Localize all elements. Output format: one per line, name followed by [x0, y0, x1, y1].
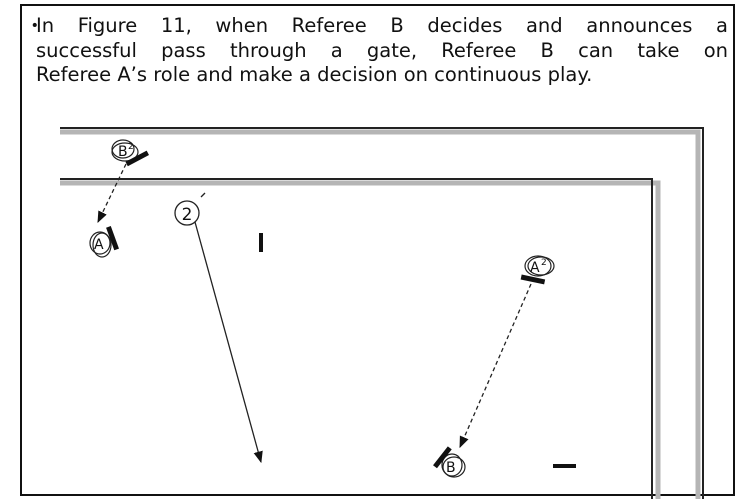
- referee-a: A: [89, 226, 119, 258]
- move-arrow-a2-to-b: [459, 283, 532, 449]
- referee-b2: B 2: [111, 139, 150, 167]
- gate-vertical: [259, 233, 263, 252]
- svg-text:2: 2: [128, 142, 134, 152]
- caption-bullet: ・: [25, 14, 45, 37]
- svg-text:A: A: [530, 260, 540, 276]
- svg-text:2: 2: [182, 205, 193, 225]
- svg-text:A: A: [94, 237, 104, 253]
- move-arrow-b2-to-a: [97, 163, 127, 224]
- gate-horizontal: [553, 464, 576, 468]
- caption-line-1: In Figure 11, when Referee B decides and…: [36, 14, 728, 37]
- referee-a2: A 2: [520, 255, 555, 285]
- ball-2: 2: [174, 192, 206, 226]
- caption: ・ In Figure 11, when Referee B decides a…: [25, 14, 728, 88]
- referee-b: B: [433, 446, 466, 478]
- svg-text:2: 2: [541, 258, 547, 268]
- caption-line-3: Referee A’s role and make a decision on …: [36, 63, 593, 86]
- court-boundary: [60, 127, 704, 499]
- svg-text:B: B: [446, 460, 456, 476]
- svg-text:B: B: [118, 144, 128, 160]
- caption-line-2: successful pass through a gate, Referee …: [36, 38, 728, 62]
- ball-path-arrow: [194, 221, 263, 464]
